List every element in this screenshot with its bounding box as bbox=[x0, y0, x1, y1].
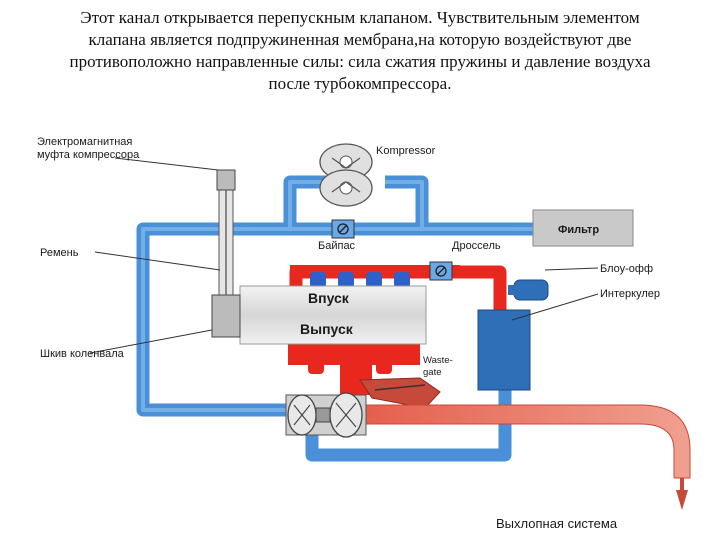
caption-line: Этот канал открывается перепускным клапа… bbox=[80, 8, 640, 27]
intercooler bbox=[477, 309, 531, 391]
exhaust-arrow-icon bbox=[676, 490, 688, 510]
clutch-label-2: муфта компрессора bbox=[37, 149, 140, 161]
bypass-valve bbox=[331, 219, 355, 239]
compressor bbox=[319, 143, 373, 207]
exhaust-pipe bbox=[339, 404, 691, 510]
filter-label: Фильтр bbox=[558, 224, 599, 236]
intercooler-label: Интеркулер bbox=[600, 288, 660, 300]
caption-line: противоположно направленные силы: сила с… bbox=[69, 52, 651, 71]
caption-text: Этот канал открывается перепускным клапа… bbox=[0, 0, 720, 106]
wastegate-label-1: Waste- bbox=[423, 355, 453, 366]
leader-lines bbox=[89, 157, 599, 354]
exhaust-label: Выпуск bbox=[300, 321, 354, 337]
clutch-label-1: Электромагнитная bbox=[37, 136, 132, 148]
bypass-label: Байпас bbox=[318, 240, 356, 252]
clutch-pulley bbox=[216, 169, 236, 191]
exhaust-system-label: Выхлопная система bbox=[496, 516, 618, 531]
pulley-label: Шкив коленвала bbox=[40, 348, 125, 360]
turbocharger bbox=[285, 392, 367, 438]
throttle-label: Дроссель bbox=[452, 240, 501, 252]
compressor-label: Kompressor bbox=[376, 145, 436, 157]
crank-pulley bbox=[211, 294, 241, 338]
wastegate-label-2: gate bbox=[423, 367, 442, 378]
air-filter: Фильтр bbox=[532, 209, 634, 247]
wastegate bbox=[359, 377, 441, 409]
caption-line: клапана является подпружиненная мембрана… bbox=[88, 30, 632, 49]
engine-block: Впуск Выпуск bbox=[239, 285, 427, 345]
intake-manifold bbox=[290, 265, 460, 288]
caption-line: после турбокомпрессора. bbox=[268, 74, 452, 93]
intake-label: Впуск bbox=[308, 290, 350, 306]
belt-label: Ремень bbox=[40, 247, 79, 259]
blowoff-valve bbox=[508, 279, 549, 301]
blowoff-label: Блоу-офф bbox=[600, 263, 653, 275]
throttle-valve bbox=[429, 261, 453, 281]
belt-drive bbox=[211, 169, 241, 338]
exhaust-manifold bbox=[288, 340, 420, 395]
